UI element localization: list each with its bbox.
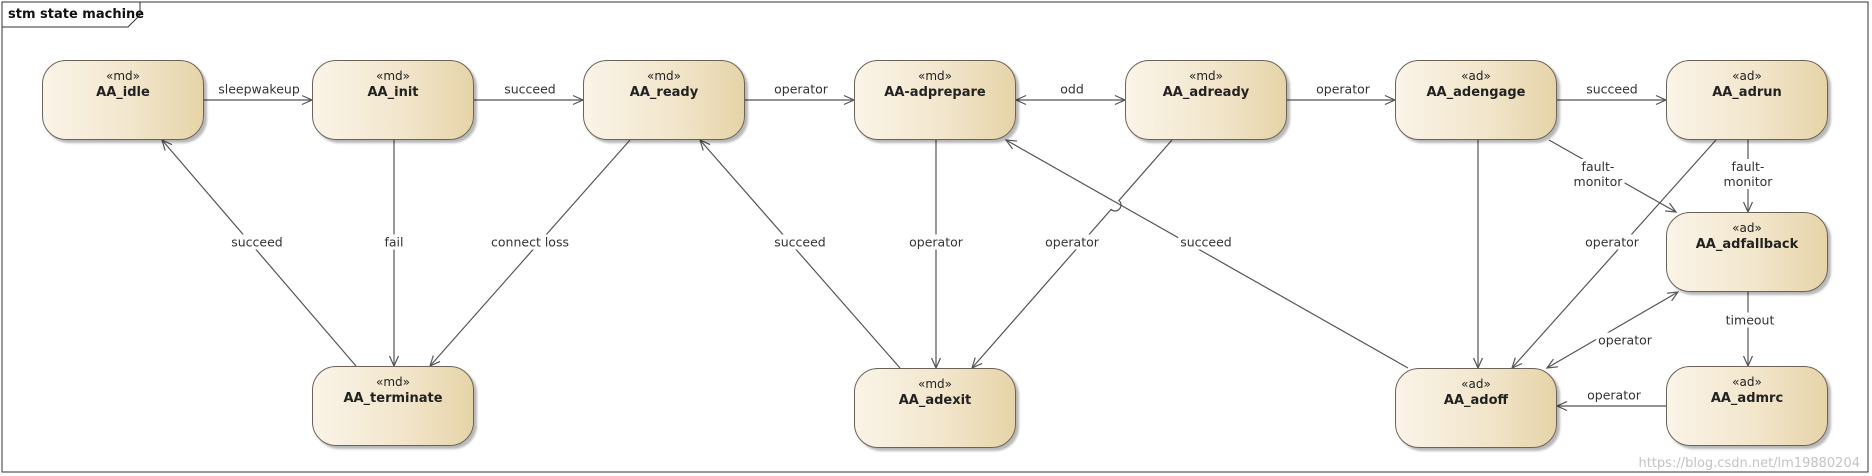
state-name: AA_init xyxy=(367,85,419,100)
state-stereotype: «ad» xyxy=(1732,221,1762,235)
state-name: AA_terminate xyxy=(343,391,443,406)
state-aa-adprepare[interactable]: «md» AA-adprepare xyxy=(854,60,1016,140)
state-aa_adfallback[interactable]: «ad» AA_adfallback xyxy=(1666,212,1828,292)
state-aa_init[interactable]: «md» AA_init xyxy=(312,60,474,140)
state-name: AA_adexit xyxy=(898,393,972,408)
transition-aa_adengage-to-aa_adfallback-arrowhead xyxy=(1664,202,1678,213)
state-name: AA_admrc xyxy=(1710,391,1784,406)
state-aa_ready[interactable]: «md» AA_ready xyxy=(583,60,745,140)
transition-aa_adfallback-to-aa_adoff-arrowhead xyxy=(1545,358,1559,369)
state-aa_idle[interactable]: «md» AA_idle xyxy=(42,60,204,140)
transition-aa_adready-to-aa_adexit-line xyxy=(971,139,1173,369)
transition-aa_admrc-to-aa_adoff-label: operator xyxy=(1585,387,1643,403)
transition-aa_adoff-to-aa-adprepare-line xyxy=(1005,139,1409,369)
transition-aa_adengage-to-aa_adrun-label: succeed xyxy=(1584,81,1640,97)
state-stereotype: «md» xyxy=(647,69,681,83)
transition-aa_terminate-to-aa_idle-arrowhead xyxy=(161,138,173,151)
transition-aa_adoff-to-aa-adprepare-arrowhead xyxy=(1004,139,1018,150)
state-aa_adengage[interactable]: «ad» AA_adengage xyxy=(1395,60,1557,140)
transition-aa_adfallback-to-aa_admrc-label: timeout xyxy=(1723,312,1777,328)
state-stereotype: «ad» xyxy=(1732,69,1762,83)
transition-aa_ready-to-aa_terminate-line xyxy=(429,139,631,367)
state-aa_adrun[interactable]: «ad» AA_adrun xyxy=(1666,60,1828,140)
transition-aa_adfallback-to-aa_adoff-arrowhead-start xyxy=(1666,291,1680,302)
frame-tab-outline xyxy=(2,2,141,28)
state-stereotype: «md» xyxy=(918,377,952,391)
watermark: https://blog.csdn.net/lm19880204 xyxy=(1638,456,1860,471)
state-aa_terminate[interactable]: «md» AA_terminate xyxy=(312,366,474,446)
state-name: AA-adprepare xyxy=(884,85,986,100)
transition-aa_idle-to-aa_init-label: sleepwakeup xyxy=(216,81,302,97)
state-stereotype: «md» xyxy=(106,69,140,83)
transition-aa_admrc-to-aa_adoff-arrowhead xyxy=(1555,400,1568,412)
transition-aa_adrun-to-aa_adfallback-label: fault- monitor xyxy=(1721,159,1775,189)
state-name: AA_adrun xyxy=(1712,85,1782,100)
transition-aa_adexit-to-aa_ready-line xyxy=(699,139,901,369)
transition-aa_terminate-to-aa_idle-label: succeed xyxy=(229,234,285,250)
state-name: AA_idle xyxy=(96,85,150,100)
transition-aa_adrun-to-aa_adoff-line xyxy=(1511,139,1717,369)
state-aa_admrc[interactable]: «ad» AA_admrc xyxy=(1666,366,1828,446)
transition-aa_adengage-to-aa_adfallback-label: fault- monitor xyxy=(1571,159,1625,189)
state-stereotype: «md» xyxy=(918,69,952,83)
state-stereotype: «ad» xyxy=(1461,69,1491,83)
state-stereotype: «ad» xyxy=(1732,375,1762,389)
transition-aa_adrun-to-aa_adoff-label: operator xyxy=(1583,234,1641,250)
transition-aa_adfallback-to-aa_adoff-label: operator xyxy=(1596,332,1654,348)
transition-aa_init-to-aa_ready-label: succeed xyxy=(502,81,558,97)
transition-aa-adprepare-to-aa_adready-arrowhead-start xyxy=(1014,94,1027,106)
state-aa_adoff[interactable]: «ad» AA_adoff xyxy=(1395,368,1557,448)
transition-aa_terminate-to-aa_idle-line xyxy=(161,139,357,367)
transition-aa_init-to-aa_terminate-label: fail xyxy=(382,234,406,250)
state-aa_adexit[interactable]: «md» AA_adexit xyxy=(854,368,1016,448)
state-name: AA_adengage xyxy=(1426,85,1526,100)
frame-label: stm state machine xyxy=(8,7,145,22)
state-stereotype: «md» xyxy=(376,375,410,389)
transition-aa-adprepare-to-aa_adready-label: odd xyxy=(1058,81,1086,97)
state-aa_adready[interactable]: «md» AA_adready xyxy=(1125,60,1287,140)
state-name: AA_ready xyxy=(629,85,699,100)
transition-aa_adready-to-aa_adengage-label: operator xyxy=(1314,81,1372,97)
state-name: AA_adoff xyxy=(1443,393,1509,408)
state-name: AA_adready xyxy=(1162,85,1250,100)
state-stereotype: «md» xyxy=(376,69,410,83)
transition-aa_adexit-to-aa_ready-label: succeed xyxy=(772,234,828,250)
transition-aa_adoff-to-aa-adprepare-label: succeed xyxy=(1178,234,1234,250)
state-name: AA_adfallback xyxy=(1695,237,1799,252)
transition-aa-adprepare-to-aa_adexit-label: operator xyxy=(907,234,965,250)
transition-aa_adfallback-to-aa_adoff-line xyxy=(1546,291,1679,369)
transition-aa_adexit-to-aa_ready-arrowhead xyxy=(699,138,711,151)
transition-aa_ready-to-aa_terminate-label: connect loss xyxy=(489,234,571,250)
state-stereotype: «md» xyxy=(1189,69,1223,83)
transition-aa_adready-to-aa_adexit-label: operator xyxy=(1043,234,1101,250)
transition-aa_ready-to-aa-adprepare-label: operator xyxy=(772,81,830,97)
state-stereotype: «ad» xyxy=(1461,377,1491,391)
